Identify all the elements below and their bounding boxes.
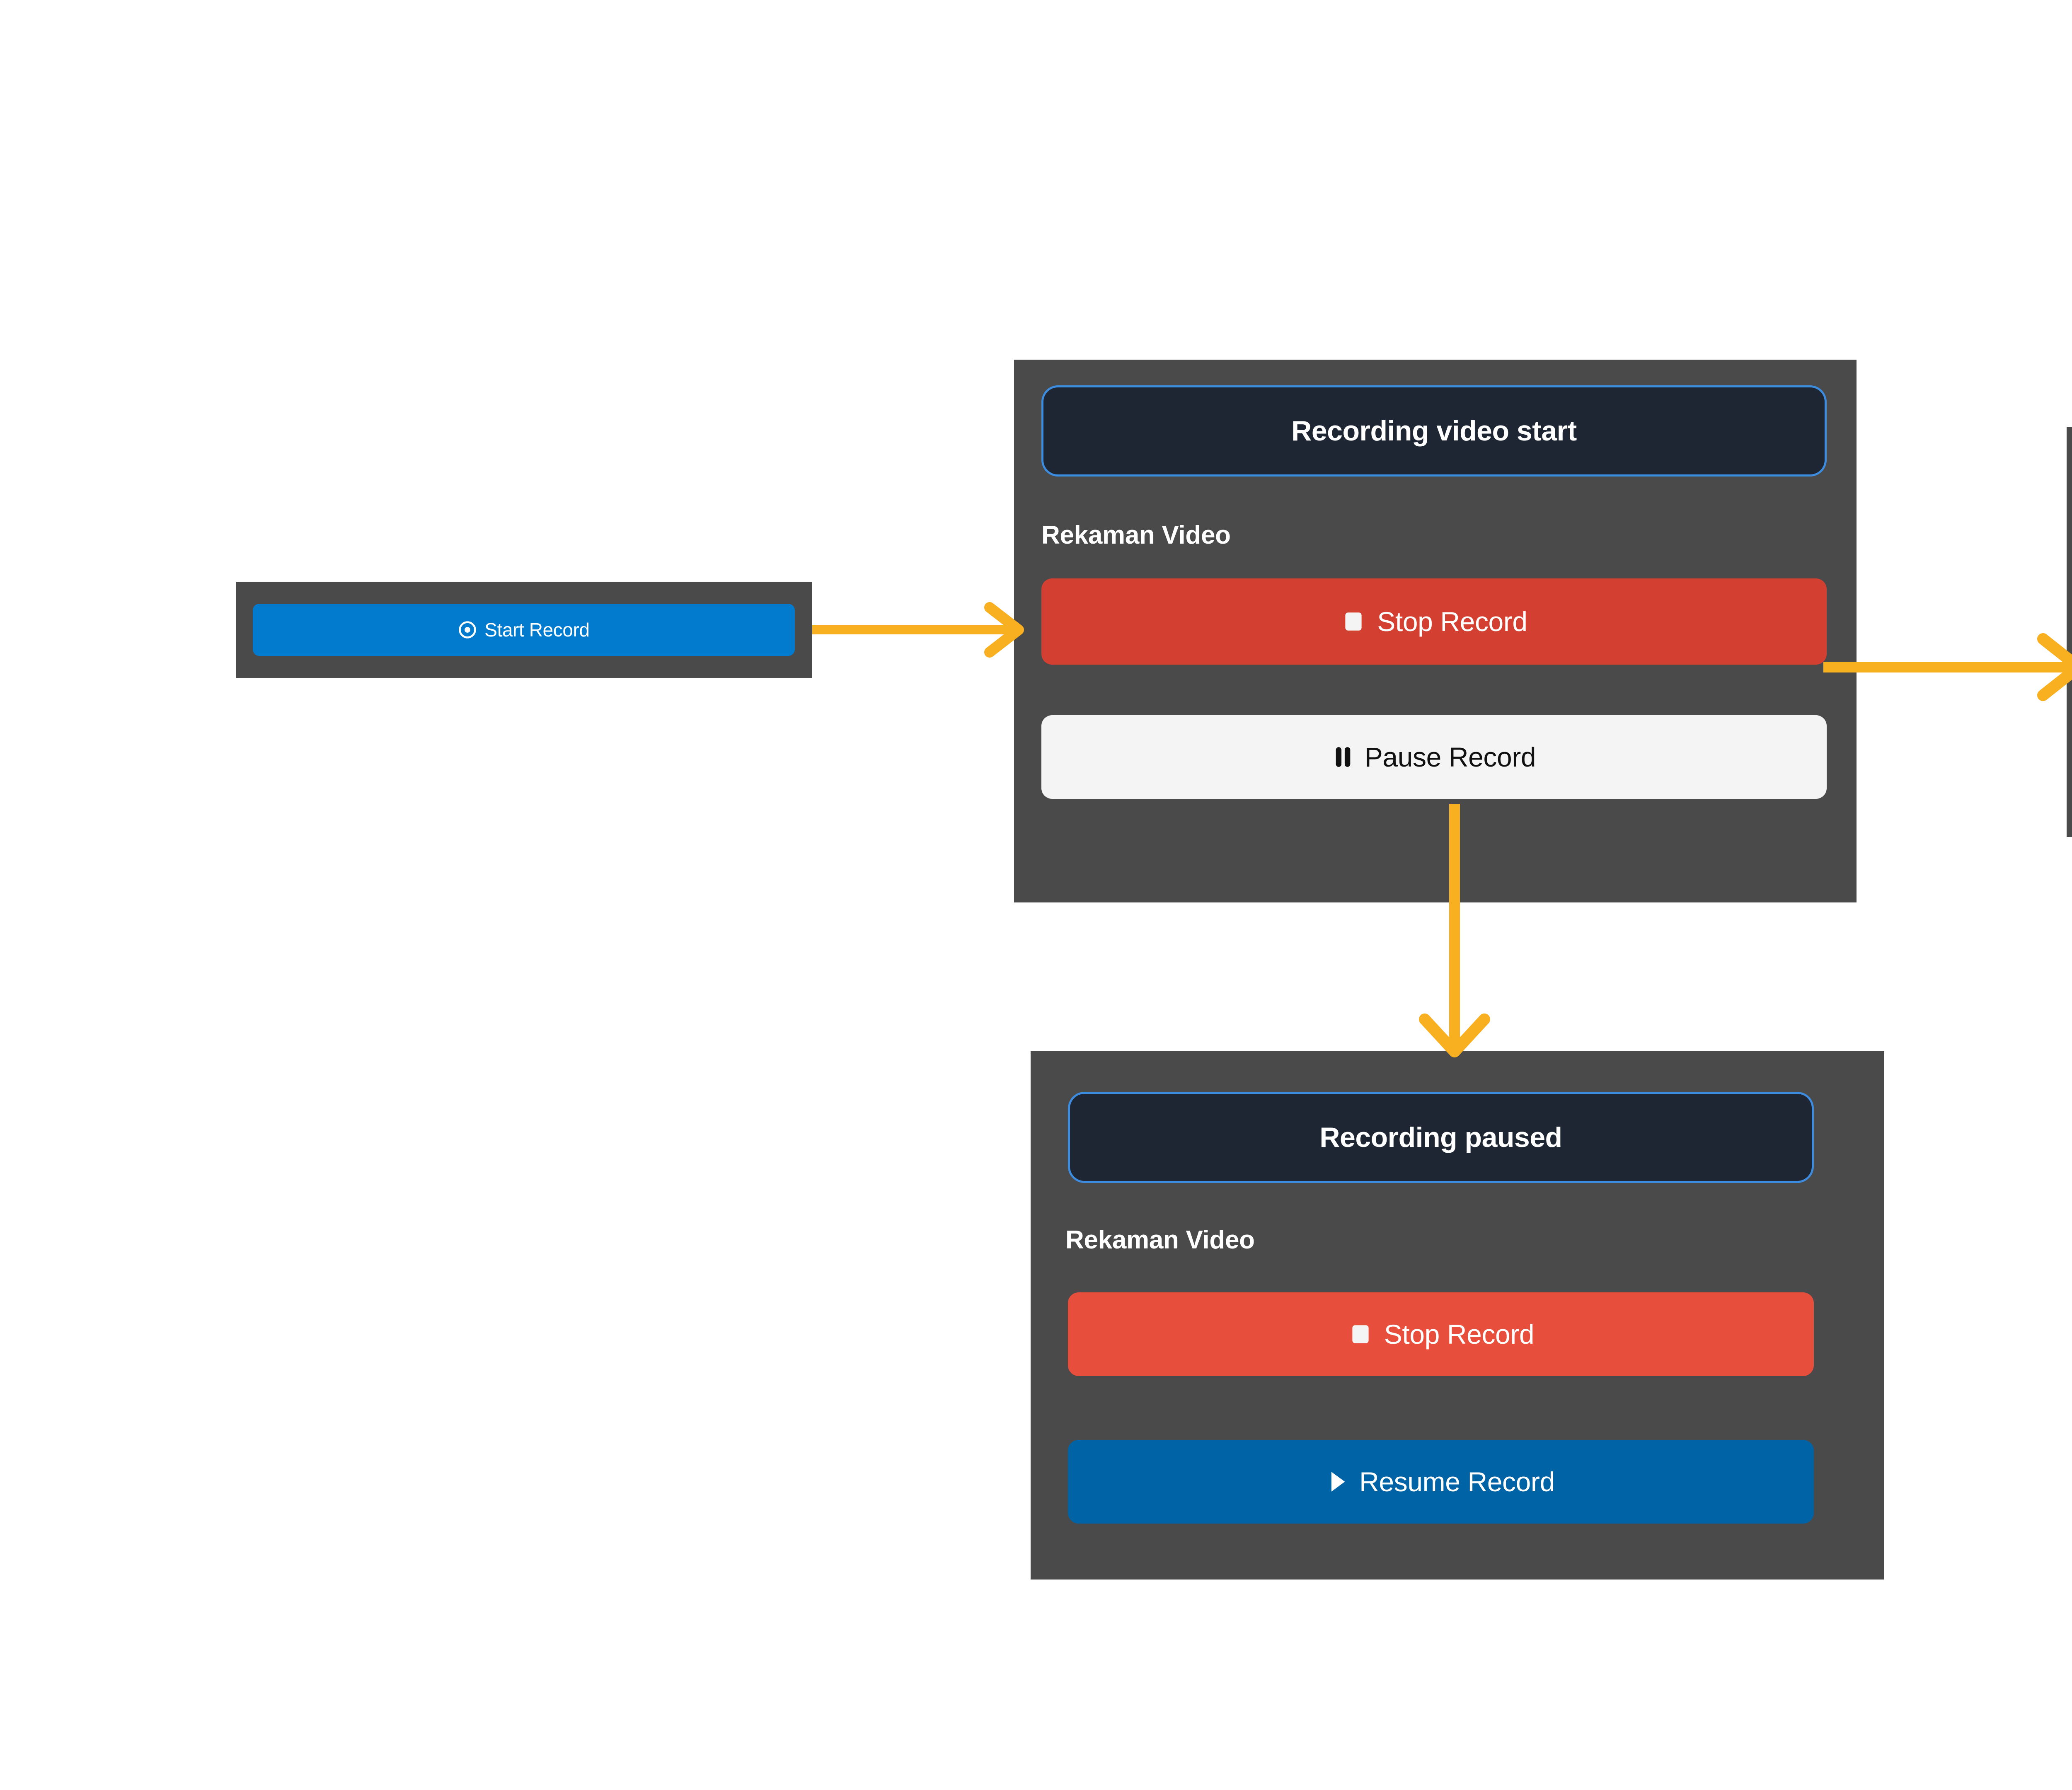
stop-record-label: Stop Record (1384, 1319, 1535, 1350)
paused-state-panel: Recording paused Rekaman Video Stop Reco… (1031, 1051, 1884, 1580)
start-record-button[interactable]: Start Record (253, 604, 795, 656)
recording-state-panel: Recording video start Rekaman Video Stop… (1014, 360, 1857, 902)
stop-record-button[interactable]: Stop Record (1068, 1292, 1814, 1376)
arrow-recording-to-paused (1401, 804, 1508, 1061)
paused-status-box: Recording paused (1068, 1092, 1814, 1183)
paused-section-caption: Rekaman Video (1065, 1226, 1255, 1254)
stopped-state-panel: Recording stopped and saved Rekaman Vide… (2067, 427, 2072, 837)
pause-record-button[interactable]: Pause Record (1041, 715, 1827, 799)
recording-status-box: Recording video start (1041, 385, 1827, 477)
stop-square-icon (1341, 609, 1366, 634)
stop-record-button[interactable]: Stop Record (1041, 578, 1827, 665)
recording-status-label: Recording video start (1291, 415, 1577, 447)
resume-record-button[interactable]: Resume Record (1068, 1440, 1814, 1524)
paused-status-label: Recording paused (1319, 1122, 1562, 1153)
pause-bars-icon (1332, 745, 1354, 769)
stop-square-icon (1348, 1321, 1373, 1347)
pause-record-label: Pause Record (1364, 742, 1536, 772)
resume-record-label: Resume Record (1359, 1466, 1555, 1497)
recording-section-caption: Rekaman Video (1041, 521, 1231, 549)
idle-state-panel: Start Record (236, 582, 812, 678)
stop-record-label: Stop Record (1377, 606, 1527, 637)
start-record-label: Start Record (484, 619, 590, 641)
play-triangle-icon (1327, 1470, 1348, 1494)
arrow-recording-to-stopped (1823, 633, 2072, 701)
arrow-idle-to-recording (812, 602, 1028, 658)
record-circle-icon (458, 620, 477, 639)
